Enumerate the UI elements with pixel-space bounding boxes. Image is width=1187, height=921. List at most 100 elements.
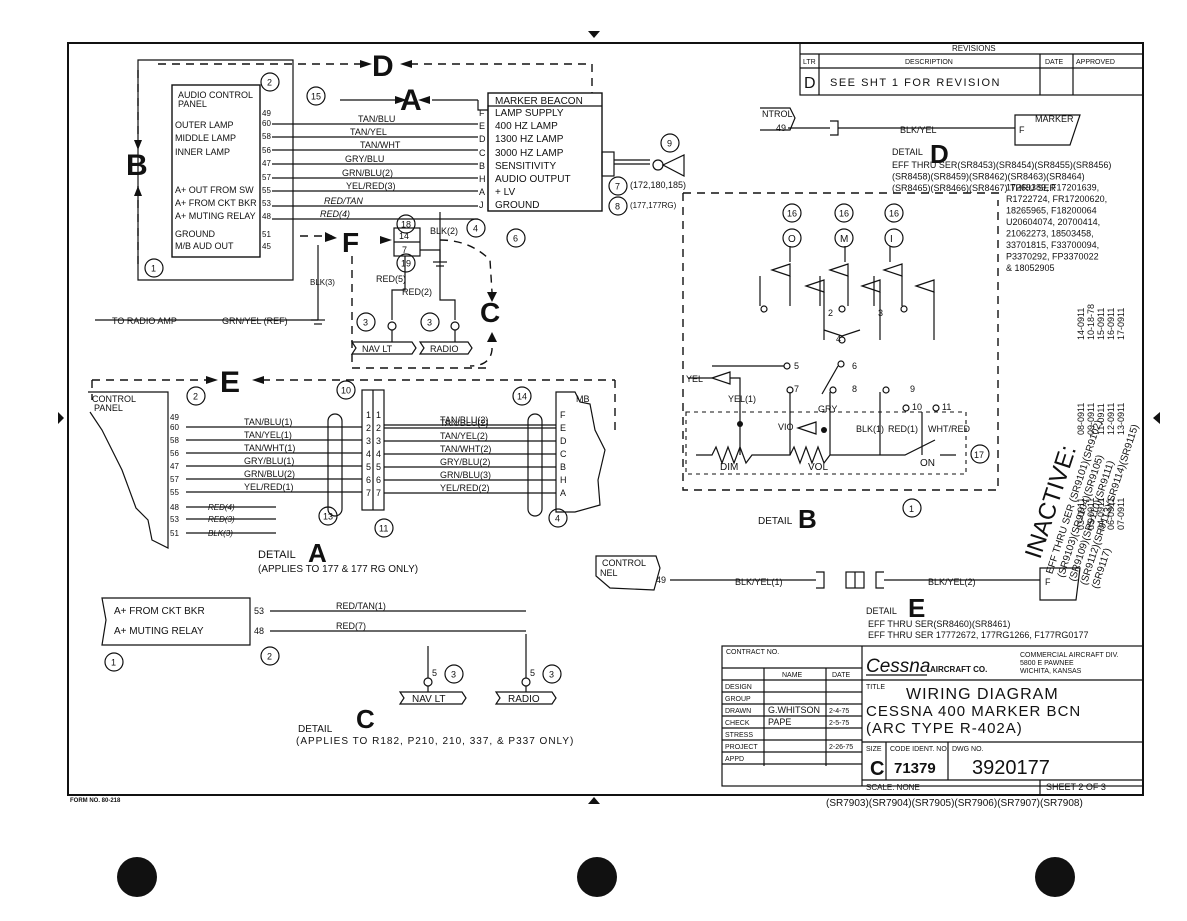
a-callout-8-text: 8 [615, 202, 620, 212]
inactive-code-2: 15-0911 [1096, 308, 1106, 340]
acp-pin-53: 53 [262, 199, 271, 208]
tb-title-2: (ARC TYPE R-402A) [866, 720, 1023, 737]
detail-b-callout-1: 1 [909, 504, 914, 514]
inactive-code-14: 03-0911 [1076, 498, 1086, 530]
tb-col-date: DATE [832, 672, 850, 679]
acp-pin-48: 48 [262, 212, 271, 221]
lower-callout-10-text: 10 [341, 386, 351, 396]
letter-d-top: D [372, 50, 394, 83]
acp-row-5: A+ MUTING RELAY [175, 211, 256, 221]
inactive-code-3: 10-18-78 [1086, 304, 1096, 340]
lower-left-wire-3: GRY/BLU(1) [244, 456, 294, 466]
c-wire-0: RED/TAN(1) [336, 601, 386, 611]
tb-dwg: 3920177 [972, 757, 1050, 779]
detail-d-wire: BLK/YEL [900, 125, 937, 135]
d-eff-6: U20604074, 20700414, [1006, 217, 1100, 227]
acp-pin-55: 55 [262, 186, 271, 195]
lower-left-wire-2: TAN/WHT(1) [244, 443, 295, 453]
conn-left-6: 6 [366, 475, 371, 485]
d-eff-10: & 18052905 [1006, 263, 1055, 273]
tb-company-suffix: AIRCRAFT CO. [930, 665, 987, 674]
d-eff-5: 18265965, F18200064 [1006, 206, 1097, 216]
detail-e-eff2: EFF THRU SER 17772672, 177RG1266, F177RG… [868, 630, 1088, 640]
a-callout-2 [260, 72, 280, 92]
lower-right-wire-0: TAN/BLU(2) [440, 418, 488, 428]
b-wire-6: WHT/RED [928, 424, 970, 434]
mb-pin-E: E [479, 121, 485, 131]
tb-division-2: WICHITA, KANSAS [1020, 668, 1082, 675]
mb-row-3: 3000 HZ LAMP [495, 148, 564, 159]
inactive-codes: 17-091116-091115-091110-18-7814-091113-0… [1076, 304, 1126, 530]
b-control-DIM: DIM [720, 462, 738, 473]
callout-7-note: (172,180,185) [630, 180, 686, 190]
lower-pin-48: 48 [170, 503, 179, 512]
lower-left-wire-8: BLK(3) [208, 529, 233, 538]
detail-b-callout-17: 17 [974, 450, 984, 460]
d-eff-7: 21062273, 18503458, [1006, 229, 1094, 239]
letter-e-mid: E [220, 366, 240, 399]
lower-pin-49: 49 [170, 413, 179, 422]
lamp-M-label: M [840, 234, 848, 245]
detail-b-label: DETAIL [758, 516, 793, 527]
a-wire-label-2: TAN/WHT [360, 140, 401, 150]
acp-pin-45: 45 [262, 242, 271, 251]
a-callout-3b-text: 3 [427, 318, 432, 328]
acp-row-7: M/B AUD OUT [175, 241, 234, 251]
tb-division-0: COMMERCIAL AIRCRAFT DIV. [1020, 652, 1119, 659]
a-wire-label-7: RED(4) [320, 209, 350, 219]
lower-left-wire-1: TAN/YEL(1) [244, 430, 292, 440]
mb-pin-F: F [479, 108, 485, 118]
detail-e-control2: NEL [600, 568, 618, 578]
lamp-callout-0 [782, 203, 802, 223]
lower-right-wire-top: TAN/BLU(2) [440, 415, 488, 425]
a-callout-4-text: 4 [473, 224, 478, 234]
lower-left-wire-0: TAN/BLU(1) [244, 417, 292, 427]
inactive-code-4: 14-0911 [1076, 308, 1086, 340]
a-wire-label-0: TAN/BLU [358, 114, 395, 124]
lower-mb-label: MB [576, 394, 590, 404]
b-wire-2: GRY [818, 404, 837, 414]
d-eff-3: 17269389, F17201639, [1006, 183, 1099, 193]
lower-pin-57: 57 [170, 475, 179, 484]
detail-e-eff1: EFF THRU SER(SR8460)(SR8461) [868, 619, 1010, 629]
a-misc-grn-yel: GRN/YEL (REF) [222, 316, 288, 326]
tb-title-label: TITLE [866, 684, 885, 691]
tb-date-2: 2-4-75 [829, 708, 849, 715]
detail-d: NTROL 49 BLK/YEL MARKER F DETAIL D EFF T… [760, 107, 1111, 273]
tb-size-label: SIZE [866, 746, 882, 753]
a-wire-label-3: GRY/BLU [345, 154, 384, 164]
detail-e-pin-f: F [1045, 577, 1051, 587]
b-wire-1: YEL(1) [728, 394, 756, 404]
tb-role-group: GROUP [725, 696, 751, 703]
a-callout-9-text: 9 [667, 139, 672, 149]
a-misc-1: BLK(2) [430, 226, 458, 236]
detail-c-note: (APPLIES TO R182, P210, 210, 337, & P337… [296, 736, 574, 747]
a-callout-6 [506, 228, 526, 248]
conn-left-7: 7 [366, 488, 371, 498]
tb-sheet: SHEET 2 OF 3 [1046, 782, 1106, 792]
detail-d-control: NTROL [762, 109, 793, 119]
acp-row-2: INNER LAMP [175, 147, 230, 157]
punch-hole-left [117, 857, 157, 897]
c-row-1: A+ MUTING RELAY [114, 626, 204, 637]
mb-row-0: LAMP SUPPLY [495, 108, 564, 119]
punch-hole-right [1035, 857, 1075, 897]
detail-d-effectivity: EFF THRU SER(SR8453)(SR8454)(SR8455)(SR8… [892, 160, 1111, 273]
acp-title-line1: AUDIO CONTROL [178, 90, 253, 100]
a-callout-18 [396, 214, 416, 234]
inactive-code-12: 04-0911 [1096, 498, 1106, 530]
form-number: FORM NO. 80-218 [70, 798, 121, 804]
b-node-5: 5 [794, 361, 799, 371]
acp-row-1: MIDDLE LAMP [175, 133, 236, 143]
detail-a-lower-letter: A [308, 538, 327, 568]
tb-division: COMMERCIAL AIRCRAFT DIV.5800 E PAWNEEWIC… [1020, 652, 1119, 675]
d-eff-4: R1722724, FR17200620, [1006, 194, 1107, 204]
c-tag-nav-lt: NAV LT [412, 694, 446, 705]
acp-pin-51: 51 [262, 230, 271, 239]
a-misc-to-radio-amp: TO RADIO AMP [112, 316, 177, 326]
conn-14: 14 [399, 231, 409, 241]
